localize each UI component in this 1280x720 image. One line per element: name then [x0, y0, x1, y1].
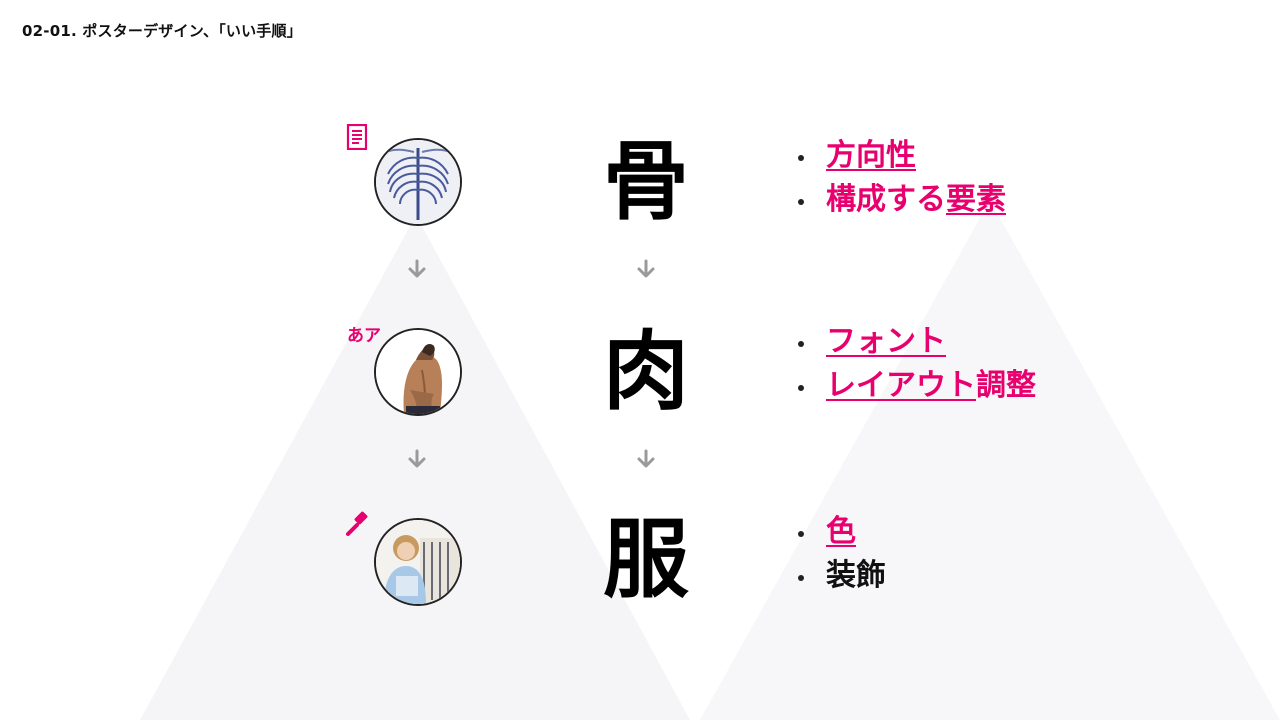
bullet-dot: [798, 574, 804, 581]
background-triangle-left: [140, 215, 690, 720]
muscular-back-image: [374, 328, 462, 416]
bullet-text: 調整: [976, 368, 1036, 403]
bullet-item: 装飾: [798, 554, 886, 598]
step-kanji: 骨: [603, 132, 689, 232]
bullet-text-underlined: 要素: [946, 182, 1006, 217]
bullet-dot: [798, 340, 804, 347]
step-kanji: 服: [603, 510, 689, 610]
bullet-item: 色: [798, 510, 886, 554]
step-clothes: 服 色 装飾: [0, 510, 1280, 610]
step-bone: 骨 方向性 構成する要素: [0, 124, 1280, 232]
paintbrush-icon: [344, 510, 372, 538]
bullet-text: 装飾: [826, 558, 886, 593]
bullet-text-underlined: レイアウト: [826, 368, 976, 403]
step-flesh: あア 肉 フォント レイアウト調整: [0, 322, 1280, 422]
bullet-text: 方向性: [826, 138, 916, 173]
bullet-dot: [798, 154, 804, 161]
bullet-text: 構成する: [826, 182, 946, 217]
bullet-item: 構成する要素: [798, 178, 1006, 222]
bullet-text: 色: [826, 514, 856, 549]
font-glyph-icon-text: あア: [347, 326, 380, 346]
arrow-down-icon: [635, 448, 657, 470]
clothing-shopper-image: [374, 518, 462, 606]
bullet-dot: [798, 198, 804, 205]
bullet-dot: [798, 384, 804, 391]
document-icon: [346, 124, 368, 150]
skeleton-ribcage-image: [374, 138, 462, 226]
bullet-list: 方向性 構成する要素: [798, 134, 1006, 222]
bullet-text: フォント: [826, 324, 946, 359]
bullet-list: フォント レイアウト調整: [798, 320, 1036, 408]
arrow-down-icon: [635, 258, 657, 280]
bullet-list: 色 装飾: [798, 510, 886, 598]
bullet-item: レイアウト調整: [798, 364, 1036, 408]
step-kanji: 肉: [603, 322, 689, 422]
arrow-down-icon: [406, 448, 428, 470]
slide-title: 02-01. ポスターデザイン、「いい手順」: [22, 22, 302, 40]
font-glyph-icon: あア: [346, 320, 380, 346]
arrow-down-icon: [406, 258, 428, 280]
bullet-dot: [798, 530, 804, 537]
bullet-item: フォント: [798, 320, 1036, 364]
background-triangle-right: [700, 200, 1280, 720]
bullet-item: 方向性: [798, 134, 1006, 178]
